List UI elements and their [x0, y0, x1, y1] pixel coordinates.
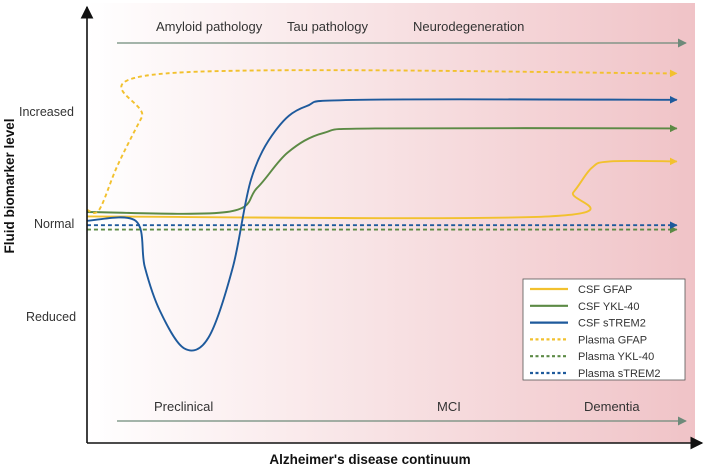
stage-preclinical-label: Preclinical	[154, 399, 213, 414]
legend-label-plasma-ykl-40: Plasma YKL-40	[578, 351, 654, 363]
y-tick-normal: Normal	[34, 217, 74, 231]
series-layer	[86, 69, 678, 352]
legend-label-csf-gfap: CSF GFAP	[578, 284, 632, 296]
legend-label-plasma-gfap: Plasma GFAP	[578, 334, 647, 346]
legend-label-csf-strem2: CSF sTREM2	[578, 318, 646, 330]
legend-label-csf-ykl-40: CSF YKL-40	[578, 301, 640, 313]
series-line-csf-ykl-40	[86, 124, 678, 215]
y-tick-increased: Increased	[19, 105, 74, 119]
legend-label-plasma-strem2: Plasma sTREM2	[578, 368, 661, 380]
series-line-csf-strem2	[86, 95, 678, 352]
series-line-csf-gfap	[86, 157, 678, 220]
x-axis-title: Alzheimer's disease continuum	[269, 452, 470, 467]
stage-tau-label: Tau pathology	[287, 19, 368, 34]
stage-neurodegeneration-label: Neurodegeneration	[413, 19, 524, 34]
stage-amyloid-label: Amyloid pathology	[156, 19, 263, 34]
y-axis-title: Fluid biomarker level	[2, 118, 17, 253]
stage-dementia-label: Dementia	[584, 399, 640, 414]
stage-mci-label: MCI	[437, 399, 461, 414]
legend-box	[522, 278, 686, 381]
y-tick-reduced: Reduced	[26, 310, 76, 324]
series-line-plasma-gfap	[86, 69, 678, 214]
